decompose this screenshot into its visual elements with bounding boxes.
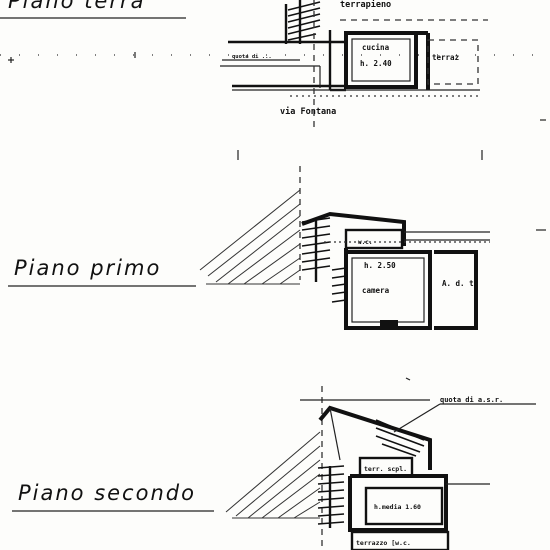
second-slope-hatching — [225, 431, 321, 519]
ground-floor-title: Piano terra — [8, 0, 146, 13]
ground-floor-plan: Piano terra — [0, 0, 550, 130]
second-floor-title: Piano secondo — [18, 481, 196, 505]
second-quota-leader — [393, 403, 441, 433]
second-stairs — [317, 419, 425, 528]
ground-stairs — [284, 0, 321, 44]
second-height-label: h.media 1.60 — [374, 503, 421, 511]
first-other-label: A. d. t. — [442, 279, 478, 288]
first-wc-box — [344, 228, 404, 250]
second-roof-outline — [318, 405, 432, 470]
second-floor-plan: Piano secondo — [12, 386, 536, 550]
second-quota-label: quota di a.s.r. — [440, 396, 503, 404]
first-door-mark — [380, 320, 398, 328]
first-roof-wall — [301, 211, 406, 246]
first-slope-hatching — [199, 189, 301, 285]
first-stairs — [301, 217, 347, 303]
first-wc-label: w.c. — [358, 239, 372, 246]
ground-street-label: via Fontana — [280, 106, 336, 117]
first-side-room-walls — [434, 250, 478, 330]
ground-kitchen-walls — [344, 31, 418, 89]
second-upper-terrace-label: terr. scpl. — [364, 465, 407, 473]
second-room-inner — [364, 486, 444, 526]
first-height-label: h. 2.50 — [364, 261, 396, 270]
first-floor-title: Piano primo — [14, 256, 161, 280]
second-terrace-box — [350, 530, 450, 550]
ground-kitchen-label: cucina — [362, 43, 390, 52]
ground-kitchen-inner — [351, 38, 411, 82]
first-camera-label: camera — [362, 286, 390, 295]
first-camera-walls — [344, 248, 432, 330]
second-room-walls — [348, 474, 448, 532]
ground-terrapieno-label: terrapieno — [340, 0, 391, 10]
ground-terrace-label: terraz — [432, 53, 459, 62]
first-floor-plan: Piano primo — [8, 166, 490, 330]
second-terrace-label: terrazzo [w.c. — [356, 539, 411, 547]
ground-terrace-outline — [427, 39, 479, 85]
ground-kitchen-height: h. 2.40 — [360, 59, 392, 68]
grid-marks — [8, 52, 546, 381]
ground-scale-note: quota di ... — [232, 54, 272, 60]
